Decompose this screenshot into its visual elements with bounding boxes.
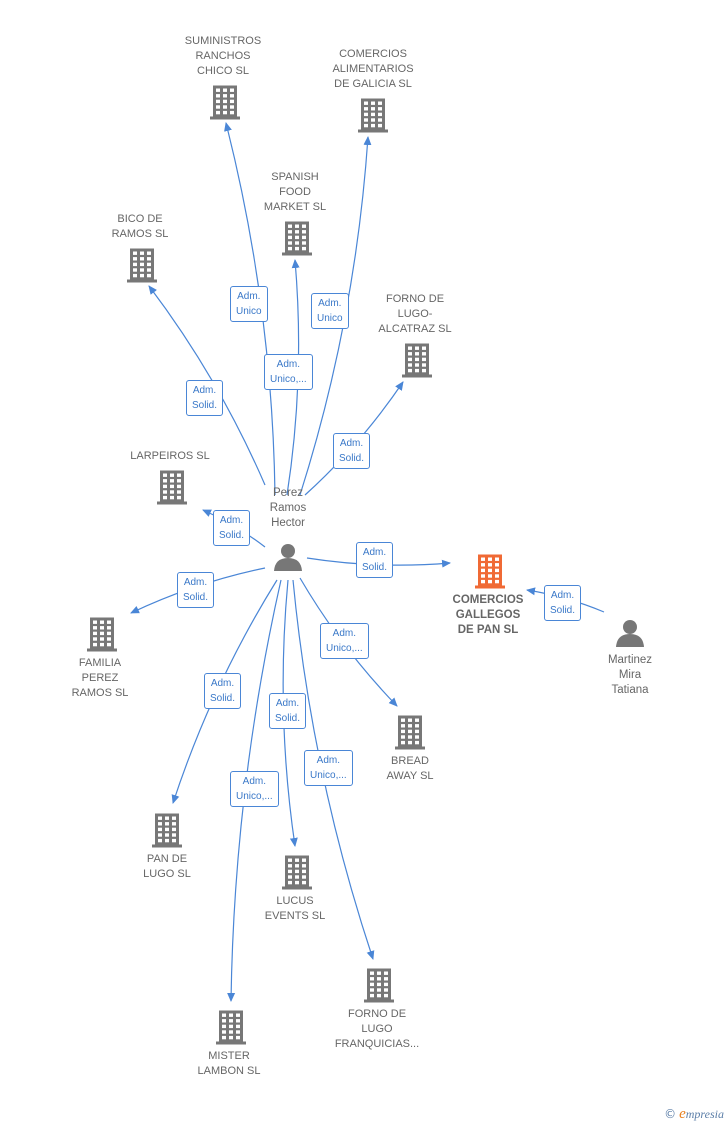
node-label-spanish_food[interactable]: SPANISH FOOD MARKET SL bbox=[263, 171, 327, 213]
relation-label-comercios_gallegos[interactable]: Adm. Solid. bbox=[356, 542, 394, 578]
node-label-martinez[interactable]: Martinez Mira Tatiana bbox=[607, 654, 653, 696]
relation-label-pan_lugo[interactable]: Adm. Solid. bbox=[204, 673, 242, 709]
mister-building-icon[interactable] bbox=[216, 1010, 246, 1045]
brand-name: mpresia bbox=[685, 1107, 724, 1121]
node-label-forno_franquicias[interactable]: FORNO DE LUGO FRANQUICIAS... bbox=[334, 1008, 420, 1050]
node-label-suministros[interactable]: SUMINISTROS RANCHOS CHICO SL bbox=[184, 35, 262, 77]
forno_franquicias-building-icon[interactable] bbox=[364, 968, 394, 1003]
bread-building-icon[interactable] bbox=[395, 715, 425, 750]
node-label-mister[interactable]: MISTER LAMBON SL bbox=[197, 1050, 261, 1077]
suministros-building-icon[interactable] bbox=[210, 85, 240, 120]
relation-label-bread[interactable]: Adm. Unico,... bbox=[320, 623, 369, 659]
relation-label-comercios_gallegos[interactable]: Adm. Solid. bbox=[544, 585, 582, 621]
forno_alcatraz-building-icon[interactable] bbox=[402, 343, 432, 378]
bico-building-icon[interactable] bbox=[127, 248, 157, 283]
comercios_gallegos-building-icon[interactable] bbox=[475, 554, 505, 589]
relation-label-larpeiros[interactable]: Adm. Solid. bbox=[213, 510, 251, 546]
lucus-building-icon[interactable] bbox=[282, 855, 312, 890]
node-label-lucus[interactable]: LUCUS EVENTS SL bbox=[264, 895, 326, 922]
comercios_alimentarios-building-icon[interactable] bbox=[358, 98, 388, 133]
relation-label-forno_franquicias[interactable]: Adm. Unico,... bbox=[304, 750, 353, 786]
node-label-comercios_alimentarios[interactable]: COMERCIOS ALIMENTARIOS DE GALICIA SL bbox=[332, 48, 414, 90]
relation-label-suministros[interactable]: Adm. Unico bbox=[230, 286, 268, 322]
node-label-bread[interactable]: BREAD AWAY SL bbox=[386, 755, 434, 782]
node-label-larpeiros[interactable]: LARPEIROS SL bbox=[130, 450, 210, 462]
larpeiros-building-icon[interactable] bbox=[157, 470, 187, 505]
relation-label-forno_alcatraz[interactable]: Adm. Solid. bbox=[333, 433, 371, 469]
spanish_food-building-icon[interactable] bbox=[282, 221, 312, 256]
relation-label-mister[interactable]: Adm. Unico,... bbox=[230, 771, 279, 807]
relation-label-lucus[interactable]: Adm. Solid. bbox=[269, 693, 307, 729]
node-label-bico[interactable]: BICO DE RAMOS SL bbox=[111, 213, 169, 240]
icons-layer bbox=[87, 85, 644, 1045]
node-label-comercios_gallegos[interactable]: COMERCIOS GALLEGOS DE PAN SL bbox=[452, 594, 524, 636]
martinez-person-icon[interactable] bbox=[616, 620, 644, 647]
node-label-forno_alcatraz[interactable]: FORNO DE LUGO- ALCATRAZ SL bbox=[378, 293, 452, 335]
brand-logo-initial: e bbox=[679, 1106, 686, 1122]
familia-building-icon[interactable] bbox=[87, 617, 117, 652]
relation-label-spanish_food[interactable]: Adm. Unico,... bbox=[264, 354, 313, 390]
node-label-familia[interactable]: FAMILIA PEREZ RAMOS SL bbox=[71, 657, 129, 699]
perez-person-icon[interactable] bbox=[274, 544, 302, 571]
node-label-pan_lugo[interactable]: PAN DE LUGO SL bbox=[143, 853, 191, 880]
node-label-perez[interactable]: Perez Ramos Hector bbox=[269, 487, 307, 529]
pan_lugo-building-icon[interactable] bbox=[152, 813, 182, 848]
relation-label-bico[interactable]: Adm. Solid. bbox=[186, 380, 224, 416]
relation-label-familia[interactable]: Adm. Solid. bbox=[177, 572, 215, 608]
brand-footer[interactable]: © empresia bbox=[664, 1106, 724, 1123]
relation-label-comercios_alimentarios[interactable]: Adm. Unico bbox=[311, 293, 349, 329]
copyright-icon: © bbox=[664, 1107, 677, 1121]
